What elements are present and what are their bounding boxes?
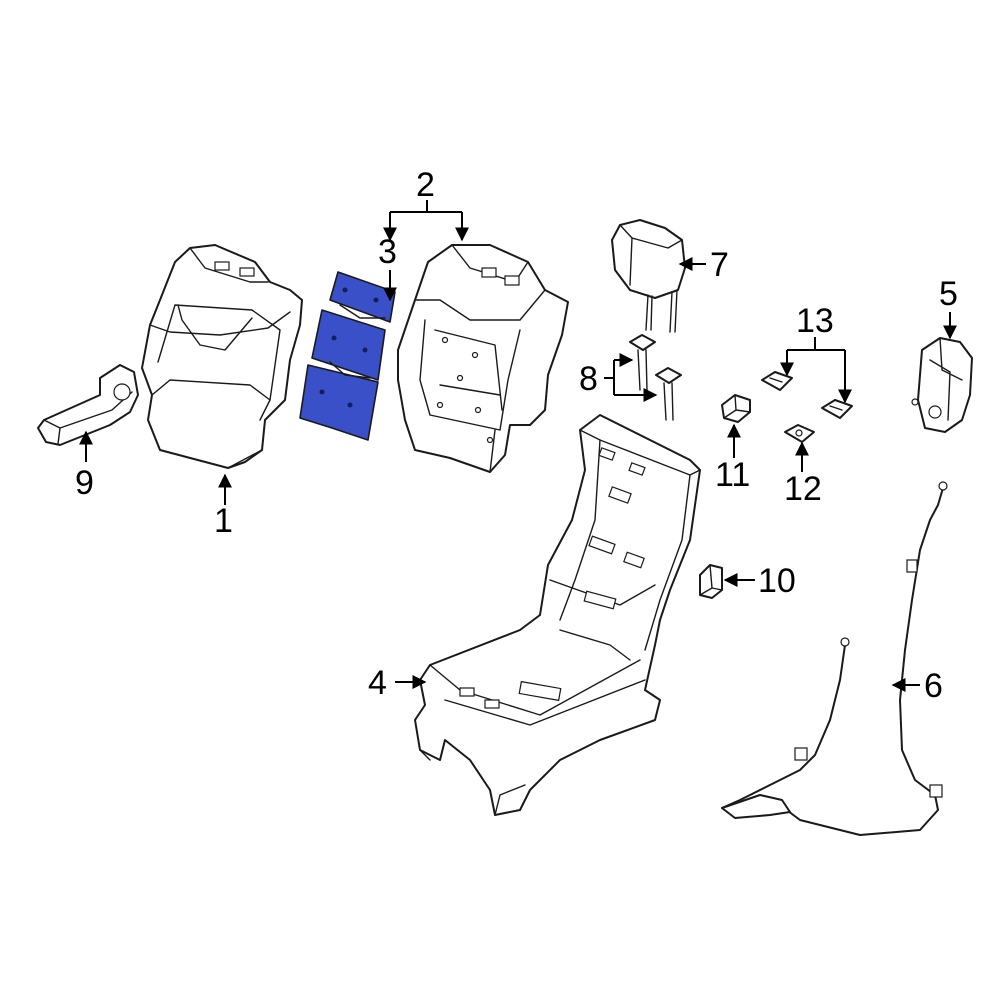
- callout-11: 11: [715, 456, 750, 494]
- clip-part-lower[interactable]: [821, 399, 853, 419]
- callout-7: 7: [710, 246, 729, 284]
- callout-labels: 1 2 3 4 5 6 7 8 9 10 11 12 13: [75, 166, 958, 705]
- switch-part[interactable]: [699, 564, 723, 599]
- seat-back-cover-part[interactable]: [141, 244, 303, 469]
- callout-13: 13: [796, 302, 834, 340]
- callout-5: 5: [939, 275, 958, 313]
- leader-13: [786, 337, 845, 402]
- headrest-part[interactable]: [611, 219, 686, 333]
- release-cable-part[interactable]: [721, 481, 948, 836]
- headrest-guide-part[interactable]: [629, 334, 682, 421]
- callout-8: 8: [579, 360, 598, 398]
- seat-back-assembly-part[interactable]: [397, 244, 569, 473]
- recliner-mechanism-part[interactable]: [911, 337, 973, 433]
- clip-part-upper[interactable]: [761, 371, 793, 391]
- latch-clip-part[interactable]: [721, 394, 751, 423]
- heater-pad-upper: [329, 271, 396, 323]
- seat-frame-part[interactable]: [414, 414, 701, 816]
- heater-pad-lower: [299, 364, 379, 441]
- callout-4: 4: [368, 664, 387, 702]
- callout-12: 12: [784, 470, 822, 508]
- leader-2: [389, 200, 462, 240]
- callout-10: 10: [758, 562, 796, 600]
- callout-2: 2: [416, 166, 435, 204]
- callout-9: 9: [75, 464, 94, 502]
- callout-3: 3: [378, 233, 397, 271]
- callout-1: 1: [214, 502, 233, 540]
- leader-lines: [79, 200, 957, 692]
- retainer-clip-part[interactable]: [784, 424, 815, 443]
- armrest-part[interactable]: [37, 364, 139, 446]
- callout-6: 6: [924, 667, 943, 705]
- leader-8: [604, 359, 656, 395]
- seat-heater-pad-part[interactable]: [299, 271, 396, 441]
